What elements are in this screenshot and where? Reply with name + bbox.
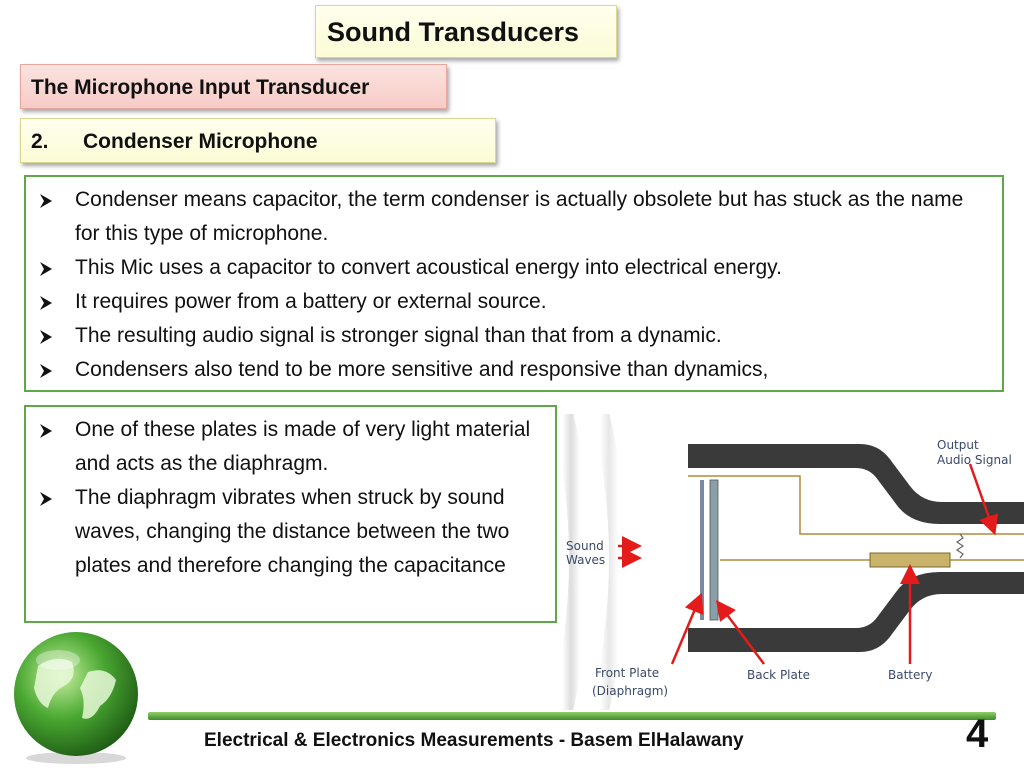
section-heading: 2. Condenser Microphone (20, 118, 496, 163)
wire (688, 475, 960, 535)
sound-label-line1: Sound (566, 539, 604, 553)
footer-divider (148, 712, 996, 720)
arrow-bullet-icon (40, 330, 52, 344)
housing-bottom (688, 572, 1024, 652)
list-item: The diaphragm vibrates when struck by so… (38, 481, 545, 583)
bullet-box-top: Condenser means capacitor, the term cond… (24, 175, 1004, 392)
globe-logo-icon (14, 632, 138, 764)
arrow-bullet-icon (40, 424, 52, 438)
resistor (955, 533, 965, 559)
slide-subtitle: The Microphone Input Transducer (20, 64, 447, 109)
arrow-bullet-icon (40, 364, 52, 378)
output-label-line1: Output (937, 438, 979, 452)
list-item: The resulting audio signal is stronger s… (38, 319, 992, 353)
slide-title: Sound Transducers (315, 5, 617, 58)
battery (869, 552, 951, 568)
footer-text: Electrical & Electronics Measurements - … (204, 730, 744, 751)
arrow-output (968, 463, 999, 536)
list-item: Condensers also tend to be more sensitiv… (38, 353, 992, 387)
condenser-microphone-diagram: Output Audio Signal Sound Waves Front Pl… (560, 414, 1024, 710)
sound-wave-arc (560, 414, 591, 710)
sound-label-line2: Waves (566, 553, 605, 567)
arrow-bullet-icon (40, 492, 52, 506)
arrow-bullet-icon (40, 262, 52, 276)
front-plate-label-line2: (Diaphragm) (592, 684, 668, 698)
arrow-back-plate (716, 600, 765, 665)
bullet-box-bottom: One of these plates is made of very ligh… (24, 405, 557, 623)
list-item: This Mic uses a capacitor to convert aco… (38, 251, 992, 285)
arrow-bullet-icon (40, 296, 52, 310)
output-label-line2: Audio Signal (937, 453, 1012, 467)
battery-label: Battery (888, 668, 932, 682)
list-item: Condenser means capacitor, the term cond… (38, 183, 992, 251)
arrow-front-plate (670, 592, 704, 665)
arrow-bullet-icon (40, 194, 52, 208)
page-number: 4 (966, 712, 989, 756)
back-plate (709, 479, 719, 621)
front-plate-label-line1: Front Plate (595, 666, 659, 680)
section-number: 2. (31, 130, 49, 153)
front-plate (700, 480, 704, 620)
list-item: One of these plates is made of very ligh… (38, 413, 545, 481)
back-plate-label: Back Plate (747, 668, 810, 682)
housing-top (688, 444, 1024, 524)
section-label: Condenser Microphone (83, 130, 318, 153)
list-item: It requires power from a battery or exte… (38, 285, 992, 319)
